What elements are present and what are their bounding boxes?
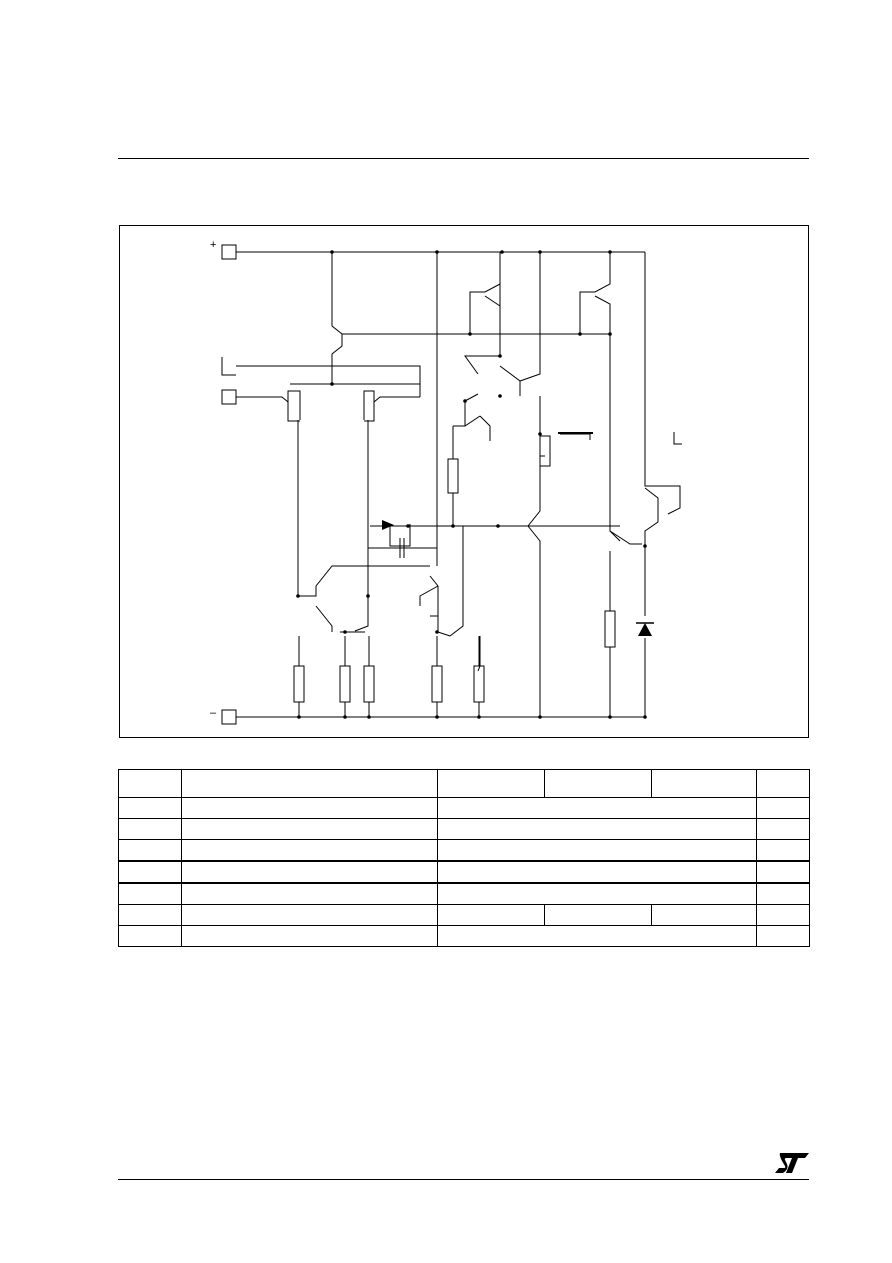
diode [382, 520, 394, 530]
table-cell [544, 904, 652, 926]
zener-diode [638, 623, 652, 636]
table-cell [756, 839, 810, 862]
table-row [118, 797, 810, 819]
table-cell [181, 769, 438, 798]
table-cell [181, 818, 438, 840]
table-cell [118, 904, 182, 926]
table-cell [118, 797, 182, 819]
pin-gnd-box [221, 709, 237, 725]
table-cell [437, 904, 545, 926]
table-cell [437, 797, 757, 819]
table-cell [118, 839, 182, 862]
st-logo-icon [775, 1153, 809, 1173]
table-cell [118, 882, 182, 905]
table-cell [118, 925, 182, 947]
table-cell [181, 797, 438, 819]
table-row [118, 860, 810, 884]
table-cell [544, 769, 652, 798]
input-stub [221, 357, 236, 376]
schematic-diagram: + – [119, 225, 809, 738]
table-cell [437, 882, 757, 905]
table-cell [756, 769, 810, 798]
table-cell [181, 904, 438, 926]
table-cell [437, 818, 757, 840]
table-cell [651, 769, 757, 798]
footer-rule [118, 1179, 809, 1180]
pin-minus-label: – [210, 707, 217, 719]
table-row [118, 904, 810, 926]
schematic-svg: + – [210, 239, 682, 725]
table-cell [437, 925, 757, 947]
table-cell [118, 818, 182, 840]
table-header-row [118, 769, 810, 798]
table-cell [756, 925, 810, 947]
table-cell [756, 797, 810, 819]
table-cell [118, 769, 182, 798]
input-feed-line [236, 365, 421, 397]
table-cell [756, 904, 810, 926]
table-cell [118, 860, 182, 884]
table-cell [437, 860, 757, 884]
table-cell [756, 882, 810, 905]
pin-plus-label: + [210, 239, 216, 251]
table-cell [181, 860, 438, 884]
table-row [118, 925, 810, 947]
table-row [118, 839, 810, 862]
rating-table [118, 769, 810, 947]
header-rule [118, 158, 809, 159]
table-row [118, 882, 810, 905]
table-cell [756, 860, 810, 884]
table-cell [181, 925, 438, 947]
table-row [118, 818, 810, 840]
table-cell [181, 882, 438, 905]
table-cell [181, 839, 438, 862]
pin-vcc-box [221, 244, 237, 260]
table-cell [756, 818, 810, 840]
table-cell [651, 904, 757, 926]
table-cell [437, 839, 757, 862]
pin-input-box [221, 389, 237, 405]
table-cell [437, 769, 545, 798]
